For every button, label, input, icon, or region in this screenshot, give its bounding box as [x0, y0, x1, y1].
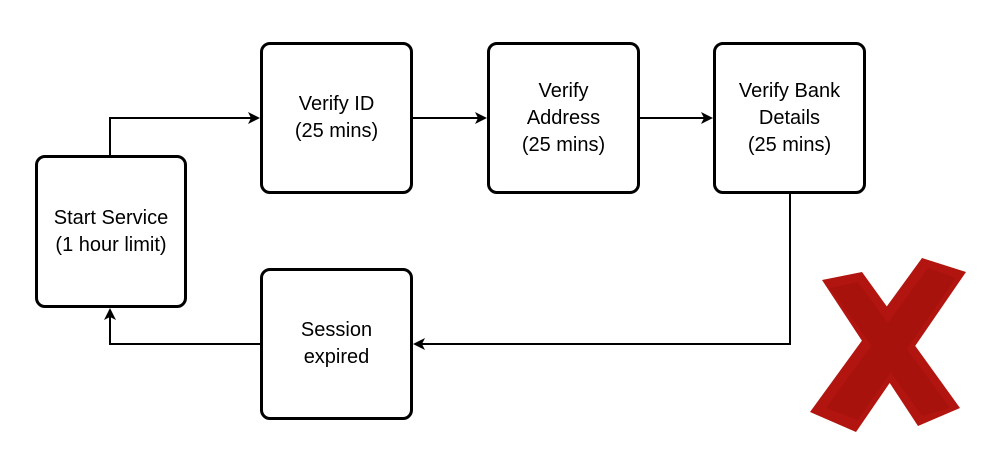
- session-expired-title-line2: expired: [303, 346, 370, 368]
- verify-id-duration: (25 mins): [294, 120, 379, 142]
- red-x-shade: [826, 268, 956, 420]
- verify-address-title-line1: Verify: [538, 79, 589, 102]
- verify-bank-title-line1: Verify Bank: [738, 79, 841, 102]
- verify-bank-details-node: Verify Bank Details (25 mins): [713, 42, 866, 194]
- verify-bank-duration: (25 mins): [747, 133, 832, 156]
- verify-address-node: Verify Address (25 mins): [487, 42, 640, 194]
- verify-address-title-line2: Address: [526, 106, 601, 129]
- edge-session-expired-to-start: [104, 308, 260, 345]
- edge-verify-bank-to-session-expired: [413, 194, 791, 350]
- start-service-node: Start Service (1 hour limit): [35, 155, 187, 308]
- verify-id-node: Verify ID (25 mins): [260, 42, 413, 194]
- start-service-limit: (1 hour limit): [55, 233, 167, 256]
- red-x-icon: [810, 258, 966, 432]
- session-expired-node: Session expired: [260, 268, 413, 420]
- red-x-stroke-2: [810, 258, 966, 432]
- edge-start-to-verify-id: [109, 112, 260, 155]
- verify-address-duration: (25 mins): [521, 133, 606, 156]
- session-expired-title-line1: Session: [300, 319, 373, 341]
- verify-bank-title-line2: Details: [758, 106, 821, 129]
- verify-id-title: Verify ID: [298, 93, 375, 115]
- start-service-title: Start Service: [53, 206, 169, 229]
